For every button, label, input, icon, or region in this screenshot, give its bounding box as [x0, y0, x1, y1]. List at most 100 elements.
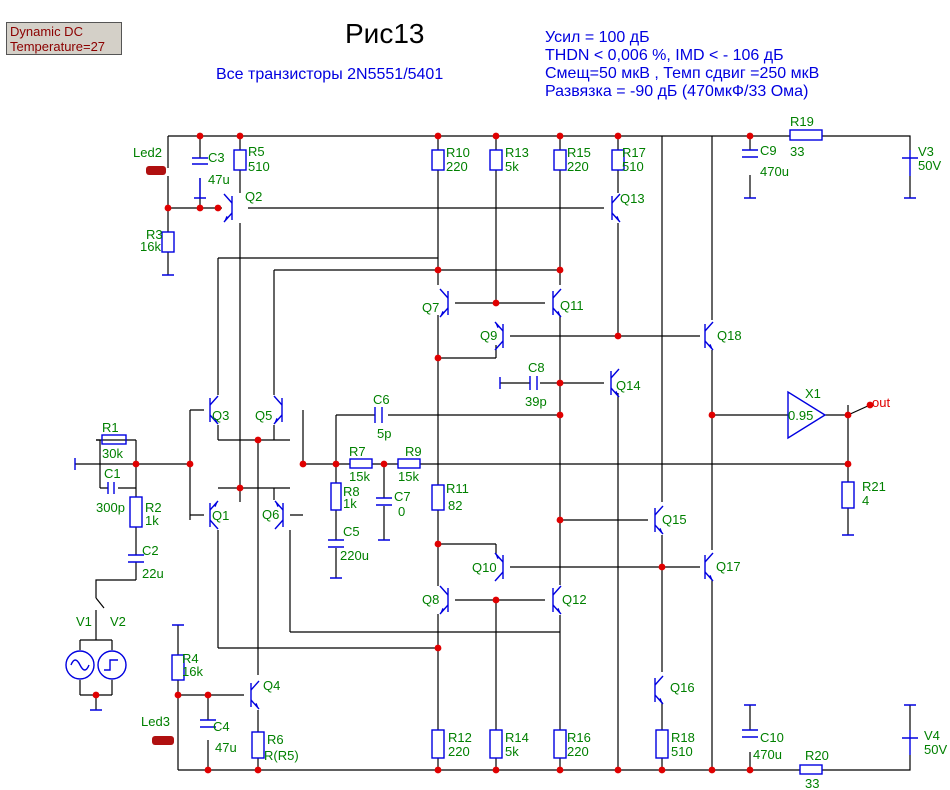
q4-transistor[interactable]: [250, 680, 260, 710]
q15-label: Q15: [662, 512, 687, 527]
r7-body[interactable]: [349, 458, 373, 469]
q10-transistor[interactable]: [494, 552, 504, 582]
r19-body[interactable]: [789, 129, 823, 141]
c6-plates[interactable]: [374, 407, 383, 423]
junction-dot: [434, 540, 442, 548]
ground-symbols: [74, 178, 916, 711]
q14-transistor[interactable]: [610, 368, 620, 398]
r6-label: R6: [267, 732, 284, 747]
v1-source[interactable]: [65, 650, 95, 680]
r9-body[interactable]: [397, 458, 421, 469]
v2-source[interactable]: [97, 650, 127, 680]
labels: Рис13 Все транзисторы 2N5551/5401 Усил =…: [76, 18, 947, 790]
r11-label: R11: [446, 481, 469, 496]
r12-value: 220: [448, 744, 470, 759]
c1-plates[interactable]: [107, 482, 115, 494]
c7-plates[interactable]: [376, 497, 392, 506]
q14-label: Q14: [616, 378, 641, 393]
r5-body[interactable]: [233, 149, 247, 171]
q15-transistor[interactable]: [654, 505, 664, 535]
v3-symbol[interactable]: [902, 150, 918, 176]
r13-body[interactable]: [489, 149, 503, 171]
analysis-mode-box[interactable]: Dynamic DC Temperature=27: [6, 22, 122, 55]
junction-dot: [614, 332, 622, 340]
q5-transistor[interactable]: [273, 395, 283, 425]
junction-dot: [614, 766, 622, 774]
r3-body[interactable]: [161, 231, 175, 253]
r1-label: R1: [102, 420, 119, 435]
r12-body[interactable]: [431, 729, 445, 759]
q16-transistor[interactable]: [654, 675, 664, 705]
r13-label: R13: [505, 145, 529, 160]
junction-dot: [92, 691, 100, 699]
c10-plates[interactable]: [742, 729, 758, 738]
q17-transistor[interactable]: [704, 552, 714, 582]
c4-value: 47u: [215, 740, 237, 755]
r8-value: 1k: [343, 496, 357, 511]
v4-symbol[interactable]: [902, 730, 918, 755]
r21-body[interactable]: [841, 481, 855, 509]
r20-body[interactable]: [799, 764, 823, 775]
buffer-x1[interactable]: [787, 390, 827, 440]
q8-transistor[interactable]: [439, 585, 449, 615]
c8-plates[interactable]: [529, 376, 538, 390]
q3-label: Q3: [212, 408, 229, 423]
junction-dot: [434, 266, 442, 274]
junction-dot: [492, 299, 500, 307]
r21-value: 4: [862, 493, 869, 508]
r9-value: 15k: [398, 469, 419, 484]
c5-plates[interactable]: [328, 539, 344, 548]
q11-transistor[interactable]: [552, 288, 562, 318]
r5-value: 510: [248, 159, 270, 174]
q8-label: Q8: [422, 592, 439, 607]
junction-dot: [556, 411, 564, 419]
junction-dot: [746, 132, 754, 140]
q2-label: Q2: [245, 189, 262, 204]
c9-label: C9: [760, 143, 777, 158]
r15-body[interactable]: [553, 149, 567, 171]
led2-icon[interactable]: [146, 166, 166, 175]
r1-body[interactable]: [101, 434, 127, 445]
q6-label: Q6: [262, 507, 279, 522]
c2-plates[interactable]: [128, 554, 144, 563]
supplies: [65, 150, 918, 755]
junction-dot: [746, 766, 754, 774]
r18-value: 510: [671, 744, 693, 759]
note-gain: Усил = 100 дБ: [545, 29, 650, 46]
q12-transistor[interactable]: [552, 585, 562, 615]
q11-label: Q11: [560, 298, 584, 313]
diagram-subtitle: Все транзисторы 2N5551/5401: [216, 66, 443, 83]
led3-icon[interactable]: [152, 736, 174, 745]
r16-body[interactable]: [553, 729, 567, 759]
r17-body[interactable]: [611, 149, 625, 171]
r14-body[interactable]: [489, 729, 503, 759]
c4-plates[interactable]: [200, 719, 216, 728]
switch[interactable]: [95, 597, 105, 609]
c9-plates[interactable]: [742, 149, 758, 158]
q6-transistor[interactable]: [274, 500, 284, 530]
r6-body[interactable]: [251, 731, 265, 759]
q13-transistor[interactable]: [611, 193, 621, 223]
q7-transistor[interactable]: [439, 288, 449, 318]
c3-plates[interactable]: [192, 157, 208, 165]
junction-dot: [236, 484, 244, 492]
q3-transistor[interactable]: [209, 395, 219, 425]
q9-transistor[interactable]: [494, 321, 504, 351]
r20-label: R20: [805, 748, 829, 763]
r4-body[interactable]: [171, 654, 185, 681]
junction-dot: [132, 460, 140, 468]
q1-transistor[interactable]: [209, 500, 219, 530]
r8-body[interactable]: [330, 482, 342, 511]
q18-transistor[interactable]: [704, 321, 714, 351]
c2-value: 22u: [142, 566, 164, 581]
c3-value: 47u: [208, 172, 230, 187]
q9-label: Q9: [480, 328, 497, 343]
v1-label: V1: [76, 614, 92, 629]
r11-value: 82: [448, 498, 462, 513]
r10-body[interactable]: [431, 149, 445, 171]
r2-body[interactable]: [129, 496, 143, 528]
r18-body[interactable]: [655, 729, 669, 759]
q2-transistor[interactable]: [223, 193, 233, 223]
r11-body[interactable]: [431, 484, 445, 511]
